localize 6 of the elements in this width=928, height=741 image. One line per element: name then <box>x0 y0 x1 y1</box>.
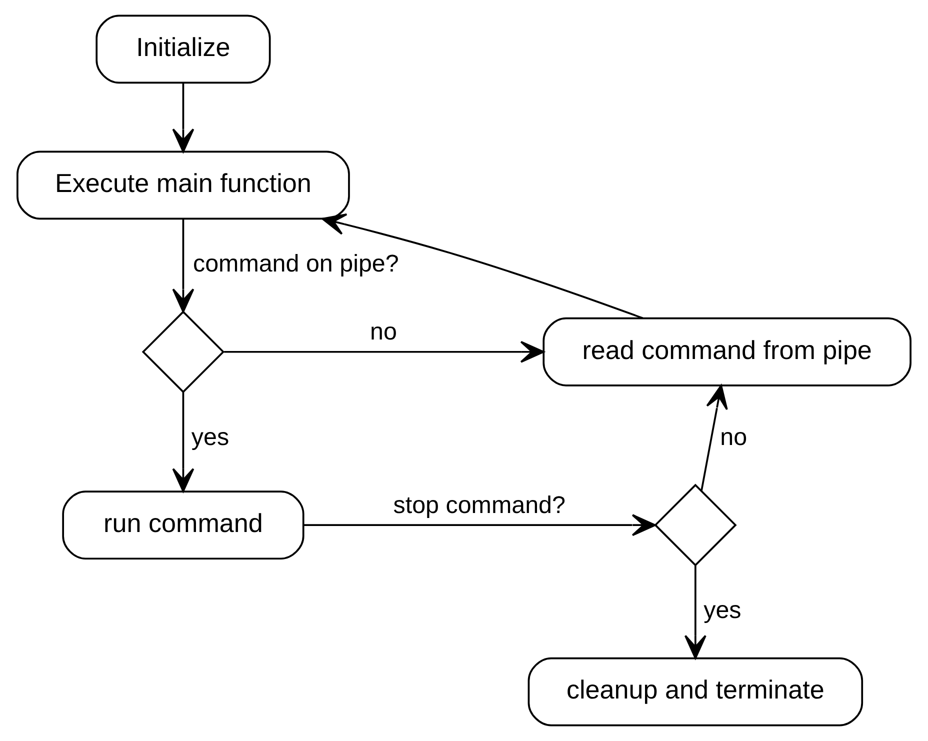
edge-label: stop command? <box>393 492 566 519</box>
edge-label: no <box>720 424 748 451</box>
edge-label: yes <box>191 424 230 451</box>
edge-label: no <box>370 318 397 346</box>
edge-label: yes <box>704 597 742 624</box>
edge-label: command on pipe? <box>192 250 399 278</box>
